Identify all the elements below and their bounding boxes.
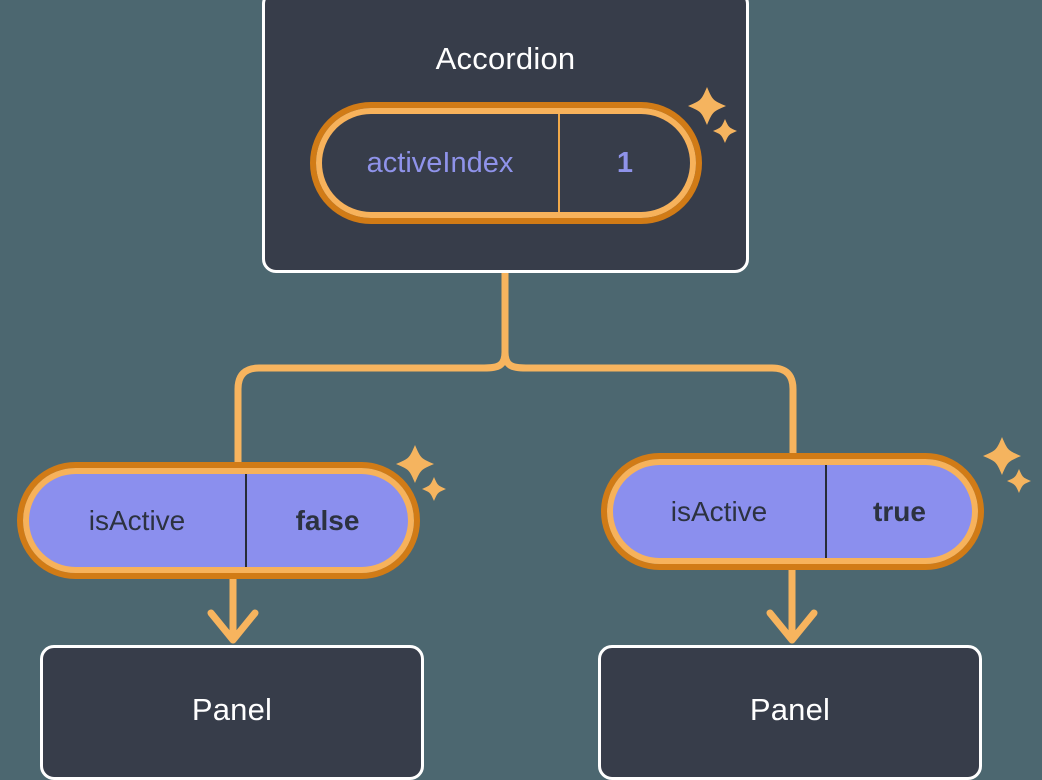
state-pill-is-active-false[interactable]: isActive false [17, 462, 420, 579]
state-pill-inner: activeIndex 1 [316, 108, 696, 218]
panel-title-right: Panel [749, 692, 831, 727]
state-key-is-active-left: isActive [29, 474, 247, 567]
panel-component-box-right[interactable]: Panel [598, 645, 982, 780]
state-pill-active-index[interactable]: activeIndex 1 [310, 102, 702, 224]
state-pill-inner: isActive true [607, 459, 978, 564]
state-value-is-active-right: true [873, 495, 926, 527]
state-pill-is-active-true[interactable]: isActive true [601, 453, 984, 570]
panel-title-left: Panel [191, 692, 273, 727]
state-key-active-index: activeIndex [322, 114, 560, 212]
accordion-title: Accordion [435, 41, 576, 76]
state-value-active-index: 1 [616, 146, 634, 179]
state-key-is-active-right: isActive [613, 465, 827, 558]
connector-accordion-to-children [234, 268, 797, 474]
arrow-left-head-icon [207, 609, 259, 644]
state-pill-inner: isActive false [23, 468, 414, 573]
state-value-is-active-left: false [295, 504, 360, 536]
panel-component-box-left[interactable]: Panel [40, 645, 424, 780]
arrow-right-head-icon [766, 609, 818, 644]
